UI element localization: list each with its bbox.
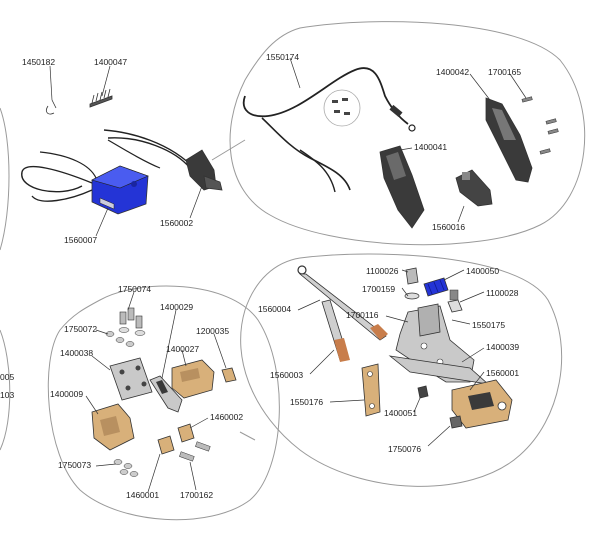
- leader-lines: [49, 57, 527, 493]
- screws-1400051: [417, 385, 429, 399]
- nut-1750076: [449, 415, 463, 429]
- label-1700116: 1700116: [346, 310, 379, 320]
- screw-pack-bubble: [323, 89, 361, 127]
- label-1400050: 1400050: [466, 266, 499, 276]
- label-1700159: 1700159: [362, 284, 395, 294]
- block-1560001: [451, 379, 513, 429]
- label-1400009: 1400009: [50, 389, 83, 399]
- bolt-1100026: [404, 267, 420, 300]
- label-1400051: 1400051: [384, 408, 417, 418]
- label-1750072: 1750072: [64, 324, 97, 334]
- label-1700165: 1700165: [488, 67, 521, 77]
- label-1560004: 1560004: [258, 304, 291, 314]
- block-1400009: [91, 403, 135, 451]
- screws-1700162: [179, 441, 211, 462]
- label-1700162: 1700162: [180, 490, 213, 500]
- block-1460001: [157, 435, 175, 455]
- label-1560002: 1560002: [160, 218, 193, 228]
- label-1560003: 1560003: [270, 370, 303, 380]
- rod-1560003: [321, 299, 350, 362]
- label-1450182: 1450182: [22, 57, 55, 67]
- label-edge-b: 103: [0, 390, 14, 400]
- cable-assembly-1560002: [103, 129, 223, 191]
- label-edge-a: 005: [0, 372, 14, 382]
- label-1750074: 1750074: [118, 284, 151, 294]
- label-1550176: 1550176: [290, 397, 323, 407]
- label-1550175: 1550175: [472, 320, 505, 330]
- handle-cover-1400041: [379, 145, 425, 229]
- label-1460002: 1460002: [210, 412, 243, 422]
- label-1400041: 1400041: [414, 142, 447, 152]
- blue-control-box-1560007: [21, 151, 149, 215]
- bubble-bottom-center: [240, 253, 563, 487]
- spring-1400050: [423, 277, 449, 297]
- plate-1400038: [109, 357, 153, 401]
- label-1460001: 1460001: [126, 490, 159, 500]
- cable-1550174: [242, 67, 416, 193]
- rod-1560004: [297, 265, 388, 341]
- switch-1560016: [455, 169, 493, 207]
- label-1550174: 1550174: [266, 52, 299, 62]
- label-1100028: 1100028: [486, 288, 519, 298]
- label-1400042: 1400042: [436, 67, 469, 77]
- bracket-1550175: [395, 303, 475, 383]
- nuts-1750072: [105, 331, 135, 347]
- nuts-1750073: [113, 459, 139, 477]
- label-1400038: 1400038: [60, 348, 93, 358]
- bubble-left-edge-bottom: [0, 329, 11, 451]
- connector-line-top: [211, 139, 246, 161]
- part-labels: 1450182 1400047 1560007 1560002 1550174 …: [0, 52, 521, 500]
- label-1750076: 1750076: [388, 444, 421, 454]
- label-1750073: 1750073: [58, 460, 91, 470]
- label-1560001: 1560001: [486, 368, 519, 378]
- lever-1400029: [149, 375, 183, 413]
- block-1460002: [177, 423, 195, 443]
- label-1560007: 1560007: [64, 235, 97, 245]
- label-1200035: 1200035: [196, 326, 229, 336]
- label-1400047: 1400047: [94, 57, 127, 67]
- label-1560016: 1560016: [432, 222, 465, 232]
- cord-1450182: [46, 99, 57, 115]
- link-1550176: [361, 363, 381, 417]
- bubble-bottom-left: [47, 285, 280, 521]
- label-1100026: 1100026: [366, 266, 399, 276]
- screws-1750074: [118, 307, 146, 336]
- label-1400039: 1400039: [486, 342, 519, 352]
- label-1400029: 1400029: [160, 302, 193, 312]
- bubble-top-right: [229, 21, 586, 246]
- comb-clip-1400047: [89, 88, 113, 108]
- connector-line-bottom: [239, 431, 256, 441]
- nut-1100028: [447, 289, 463, 313]
- bubble-left-edge-top: [0, 107, 10, 251]
- label-1400027: 1400027: [166, 344, 199, 354]
- block-1200035: [221, 367, 237, 383]
- block-1400027: [171, 359, 215, 399]
- handle-1400042: [485, 97, 533, 183]
- pins-1700165: [521, 96, 559, 155]
